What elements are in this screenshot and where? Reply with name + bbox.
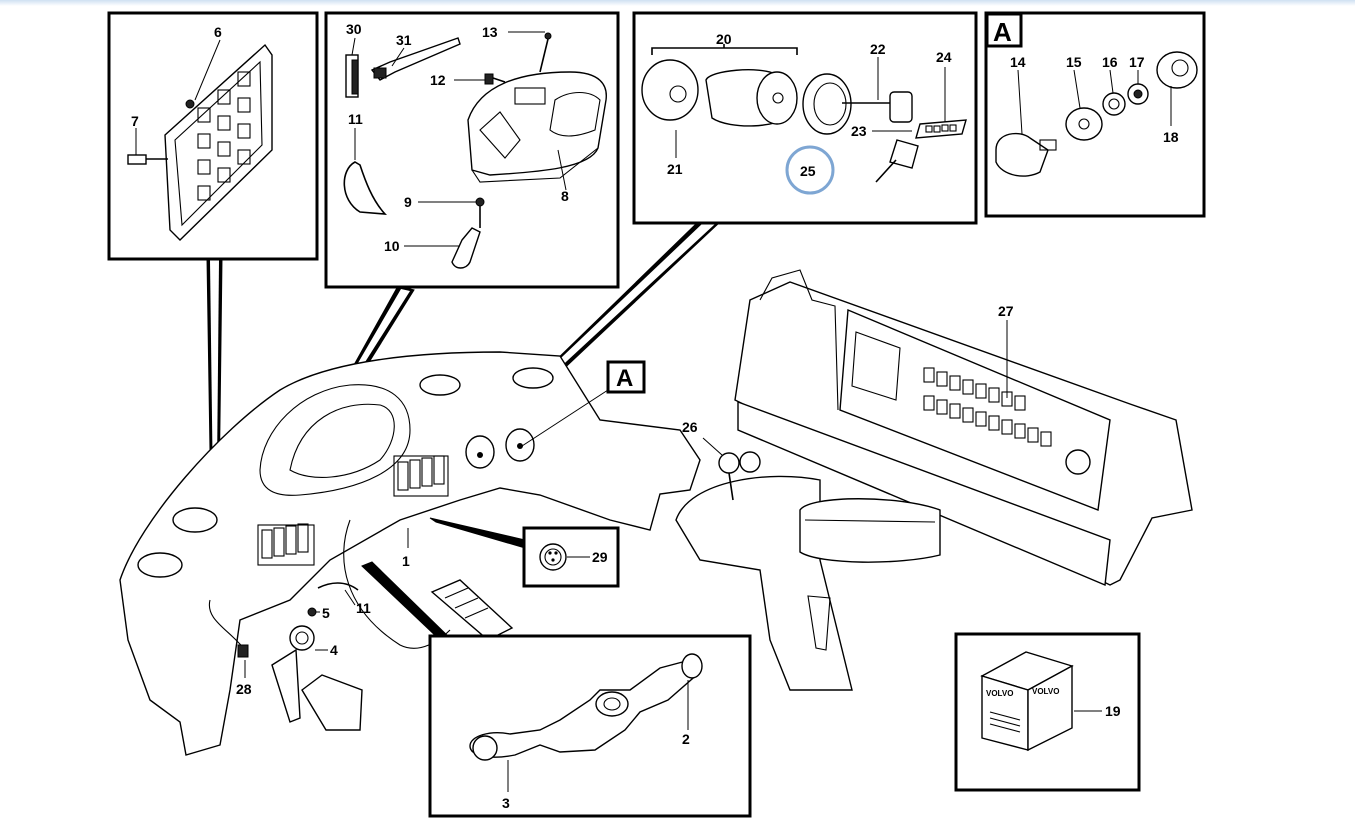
label-11-top: 11 [348,111,363,127]
detail-box-a: A 14 15 16 17 18 [984,11,1206,218]
detail-box-cluster: 8 9 10 11 12 13 [324,11,620,289]
box-logo-right: VOLVO [1032,687,1059,696]
label-24: 24 [936,49,952,65]
window-top-bar [0,0,1355,6]
label-2: 2 [682,731,690,747]
label-8: 8 [561,188,569,204]
detail-box-keypad: 6 7 [107,11,319,261]
label-26: 26 [682,419,698,435]
label-4: 4 [330,642,338,658]
label-28: 28 [236,681,252,697]
label-13: 13 [482,24,498,40]
label-5: 5 [322,605,330,621]
label-17: 17 [1129,54,1145,70]
label-15: 15 [1066,54,1082,70]
label-9: 9 [404,194,412,210]
label-1: 1 [402,553,410,569]
label-20: 20 [716,31,732,47]
label-19: 19 [1105,703,1121,719]
detail-box-connector: 29 [522,526,620,588]
label-31: 31 [396,32,412,48]
detail-box-stalk: 2 3 [428,634,752,818]
label-16: 16 [1102,54,1118,70]
detail-box-ignition: 20 21 25 22 23 [632,11,978,225]
label-14: 14 [1010,54,1026,70]
dashboard-tag-a: A [616,365,633,392]
label-12: 12 [430,72,446,88]
label-25: 25 [800,163,816,179]
box-logo-left: VOLVO [986,689,1013,698]
dashboard-assembly: A 28 1 11 [119,351,701,756]
label-7: 7 [131,113,139,129]
console-assembly: 27 26 [675,269,1193,691]
label-18: 18 [1163,129,1179,145]
label-23: 23 [851,123,867,139]
label-3: 3 [502,795,510,811]
box-tag-a: A [993,17,1012,47]
label-22: 22 [870,41,886,57]
label-27: 27 [998,303,1014,319]
label-11-bottom: 11 [356,600,371,616]
highlight-circle-25 [785,145,835,195]
label-10: 10 [384,238,400,254]
label-6: 6 [214,24,222,40]
label-29: 29 [592,549,608,565]
label-21: 21 [667,161,683,177]
label-30: 30 [346,21,362,37]
detail-box-package: VOLVO VOLVO 19 [954,632,1141,792]
